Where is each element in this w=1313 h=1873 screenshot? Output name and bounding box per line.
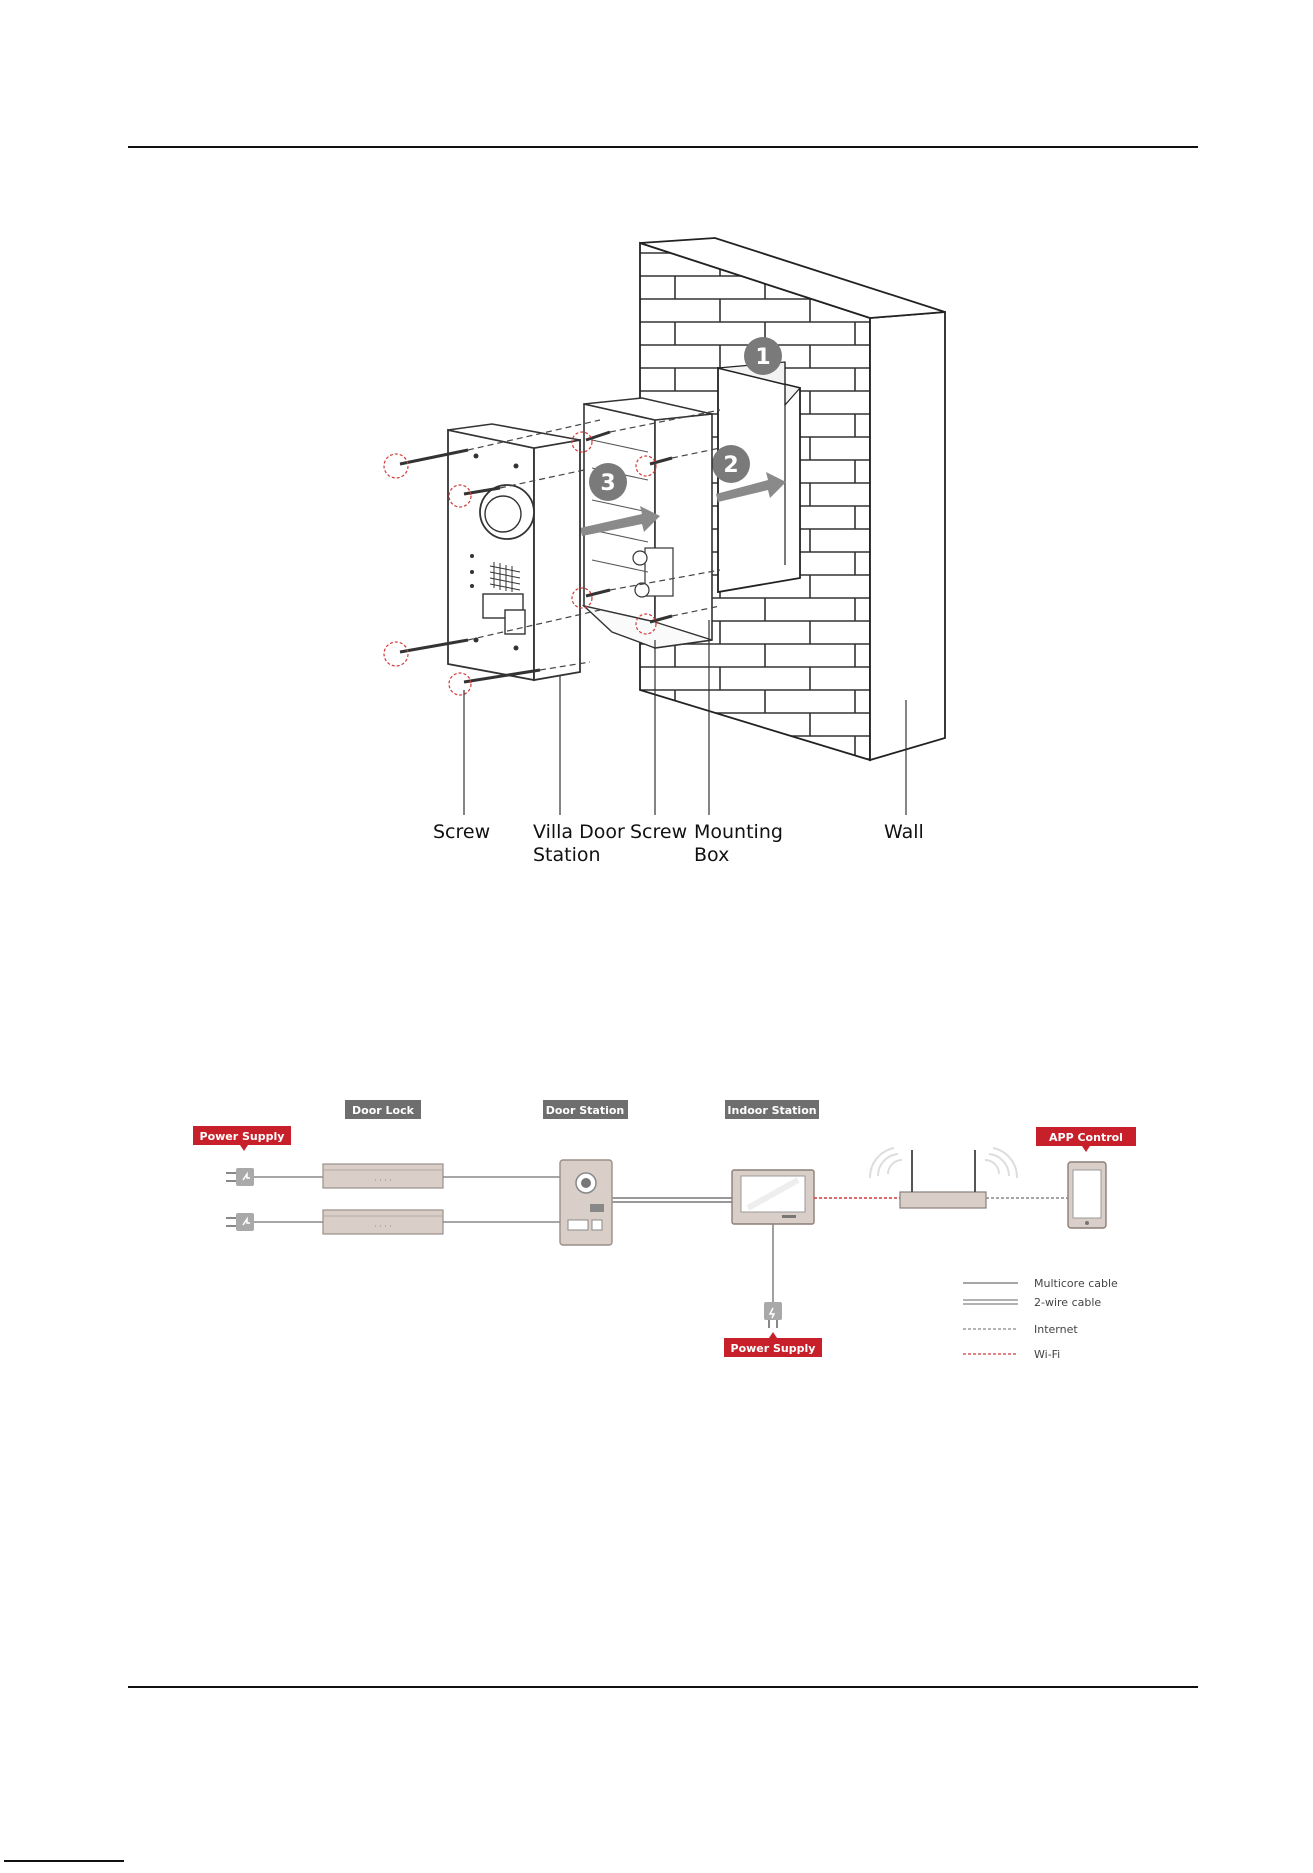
cable-legend: Multicore cable 2-wire cable Internet Wi… [963, 1277, 1118, 1361]
footer-rule [128, 1686, 1198, 1688]
legend-2-wire: 2-wire cable [1034, 1296, 1101, 1309]
svg-text:· · · ·: · · · · [374, 1222, 392, 1231]
power-plug-icon [226, 1213, 254, 1231]
installation-figure: 1 2 3 [0, 0, 1313, 900]
villa-door-station-illustration [448, 424, 580, 680]
svg-text:1: 1 [755, 345, 770, 370]
svg-text:· · · ·: · · · · [374, 1176, 392, 1185]
svg-text:Power Supply: Power Supply [731, 1342, 816, 1355]
label-mounting-box-line1: Mounting [694, 821, 783, 843]
svg-text:Indoor Station: Indoor Station [727, 1104, 816, 1117]
legend-wifi: Wi-Fi [1034, 1348, 1060, 1361]
label-villa-door-station-line1: Villa Door [533, 821, 625, 843]
power-plug-icon [764, 1302, 782, 1328]
door-station-device [560, 1160, 612, 1245]
tag-power-supply-left: Power Supply [193, 1126, 291, 1151]
svg-text:Door Lock: Door Lock [352, 1104, 415, 1117]
header-door-lock: Door Lock [345, 1100, 421, 1119]
label-screw-left: Screw [433, 821, 490, 843]
label-screw-right: Screw [630, 821, 687, 843]
label-mounting-box-line2: Box [694, 844, 729, 866]
svg-text:APP Control: APP Control [1049, 1131, 1123, 1144]
indoor-station-device [732, 1170, 814, 1224]
tag-app-control: APP Control [1036, 1127, 1136, 1152]
smartphone-icon [1068, 1162, 1106, 1228]
label-wall: Wall [884, 821, 924, 843]
svg-text:2: 2 [723, 453, 738, 478]
header-indoor-station: Indoor Station [725, 1100, 819, 1119]
power-plug-icon [226, 1168, 254, 1186]
label-villa-door-station-line2: Station [533, 844, 601, 866]
svg-text:Power Supply: Power Supply [200, 1130, 285, 1143]
router-device [870, 1148, 1017, 1208]
footer-fragment-rule [4, 1860, 124, 1862]
svg-text:3: 3 [600, 471, 615, 496]
legend-internet: Internet [1034, 1323, 1078, 1336]
door-lock-device: · · · · [323, 1164, 443, 1188]
header-door-station: Door Station [543, 1100, 628, 1119]
legend-multicore: Multicore cable [1034, 1277, 1118, 1290]
tag-power-supply-bottom: Power Supply [724, 1332, 822, 1357]
step-1-badge: 1 [744, 337, 782, 375]
svg-text:Door Station: Door Station [546, 1104, 625, 1117]
door-lock-device: · · · · [323, 1210, 443, 1234]
